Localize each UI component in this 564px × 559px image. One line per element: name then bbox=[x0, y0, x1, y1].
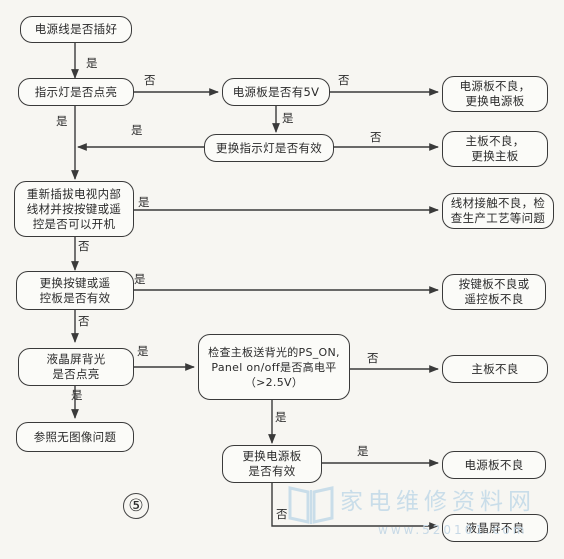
label-yes: 是 bbox=[138, 195, 150, 209]
label-yes: 是 bbox=[71, 388, 83, 402]
node-cable-contact-bad: 线材接触不良，检 查生产工艺等问题 bbox=[442, 193, 554, 229]
watermark-text: 家电维修资料网 bbox=[340, 489, 536, 515]
node-key-bad: 按键板不良或 遥控板不良 bbox=[442, 274, 546, 310]
label-yes: 是 bbox=[282, 111, 294, 125]
node-check-ps-on: 检查主板送背光的PS_ON, Panel on/off是否高电平 （>2.5V） bbox=[198, 334, 350, 400]
label-yes: 是 bbox=[137, 344, 149, 358]
label-no: 否 bbox=[370, 130, 382, 144]
label-yes: 是 bbox=[275, 410, 287, 424]
label-no: 否 bbox=[367, 351, 379, 365]
node-power-line: 电源线是否插好 bbox=[20, 16, 132, 43]
label-no: 否 bbox=[78, 239, 90, 253]
node-main-bad-2: 主板不良 bbox=[442, 355, 548, 383]
label-no: 否 bbox=[78, 314, 90, 328]
node-replug-cables: 重新插拔电视内部 线材并按按键或遥 控是否可以开机 bbox=[14, 181, 134, 237]
label-no: 否 bbox=[338, 73, 350, 87]
node-lcd-bad: 液晶屏不良 bbox=[442, 514, 548, 542]
label-no: 否 bbox=[144, 73, 156, 87]
label-yes: 是 bbox=[86, 56, 98, 70]
node-refer-no-image: 参照无图像问题 bbox=[16, 422, 134, 452]
node-indicator-on: 指示灯是否点亮 bbox=[18, 78, 134, 106]
label-yes: 是 bbox=[56, 114, 68, 128]
arrow-replace-power-to-lcd-bad bbox=[271, 483, 439, 530]
book-logo-icon bbox=[288, 486, 334, 524]
node-replace-power: 更换电源板 是否有效 bbox=[222, 445, 322, 483]
node-power-bad-2: 电源板不良 bbox=[442, 451, 546, 479]
watermark-url: www.520101.com bbox=[378, 523, 528, 537]
node-lcd-backlight: 液晶屏背光 是否点亮 bbox=[18, 348, 134, 386]
node-power-5v: 电源板是否有5V bbox=[222, 78, 330, 106]
node-main-bad-1: 主板不良， 更换主板 bbox=[442, 131, 548, 167]
label-yes: 是 bbox=[131, 123, 143, 137]
node-power-bad-1: 电源板不良， 更换电源板 bbox=[442, 76, 548, 112]
node-replace-indicator: 更换指示灯是否有效 bbox=[204, 134, 334, 162]
label-yes: 是 bbox=[357, 444, 369, 458]
node-replace-key: 更换按键或遥 控板是否有效 bbox=[16, 271, 134, 310]
figure-number: ⑤ bbox=[123, 493, 149, 519]
label-no: 否 bbox=[276, 507, 288, 521]
label-yes: 是 bbox=[134, 272, 146, 286]
